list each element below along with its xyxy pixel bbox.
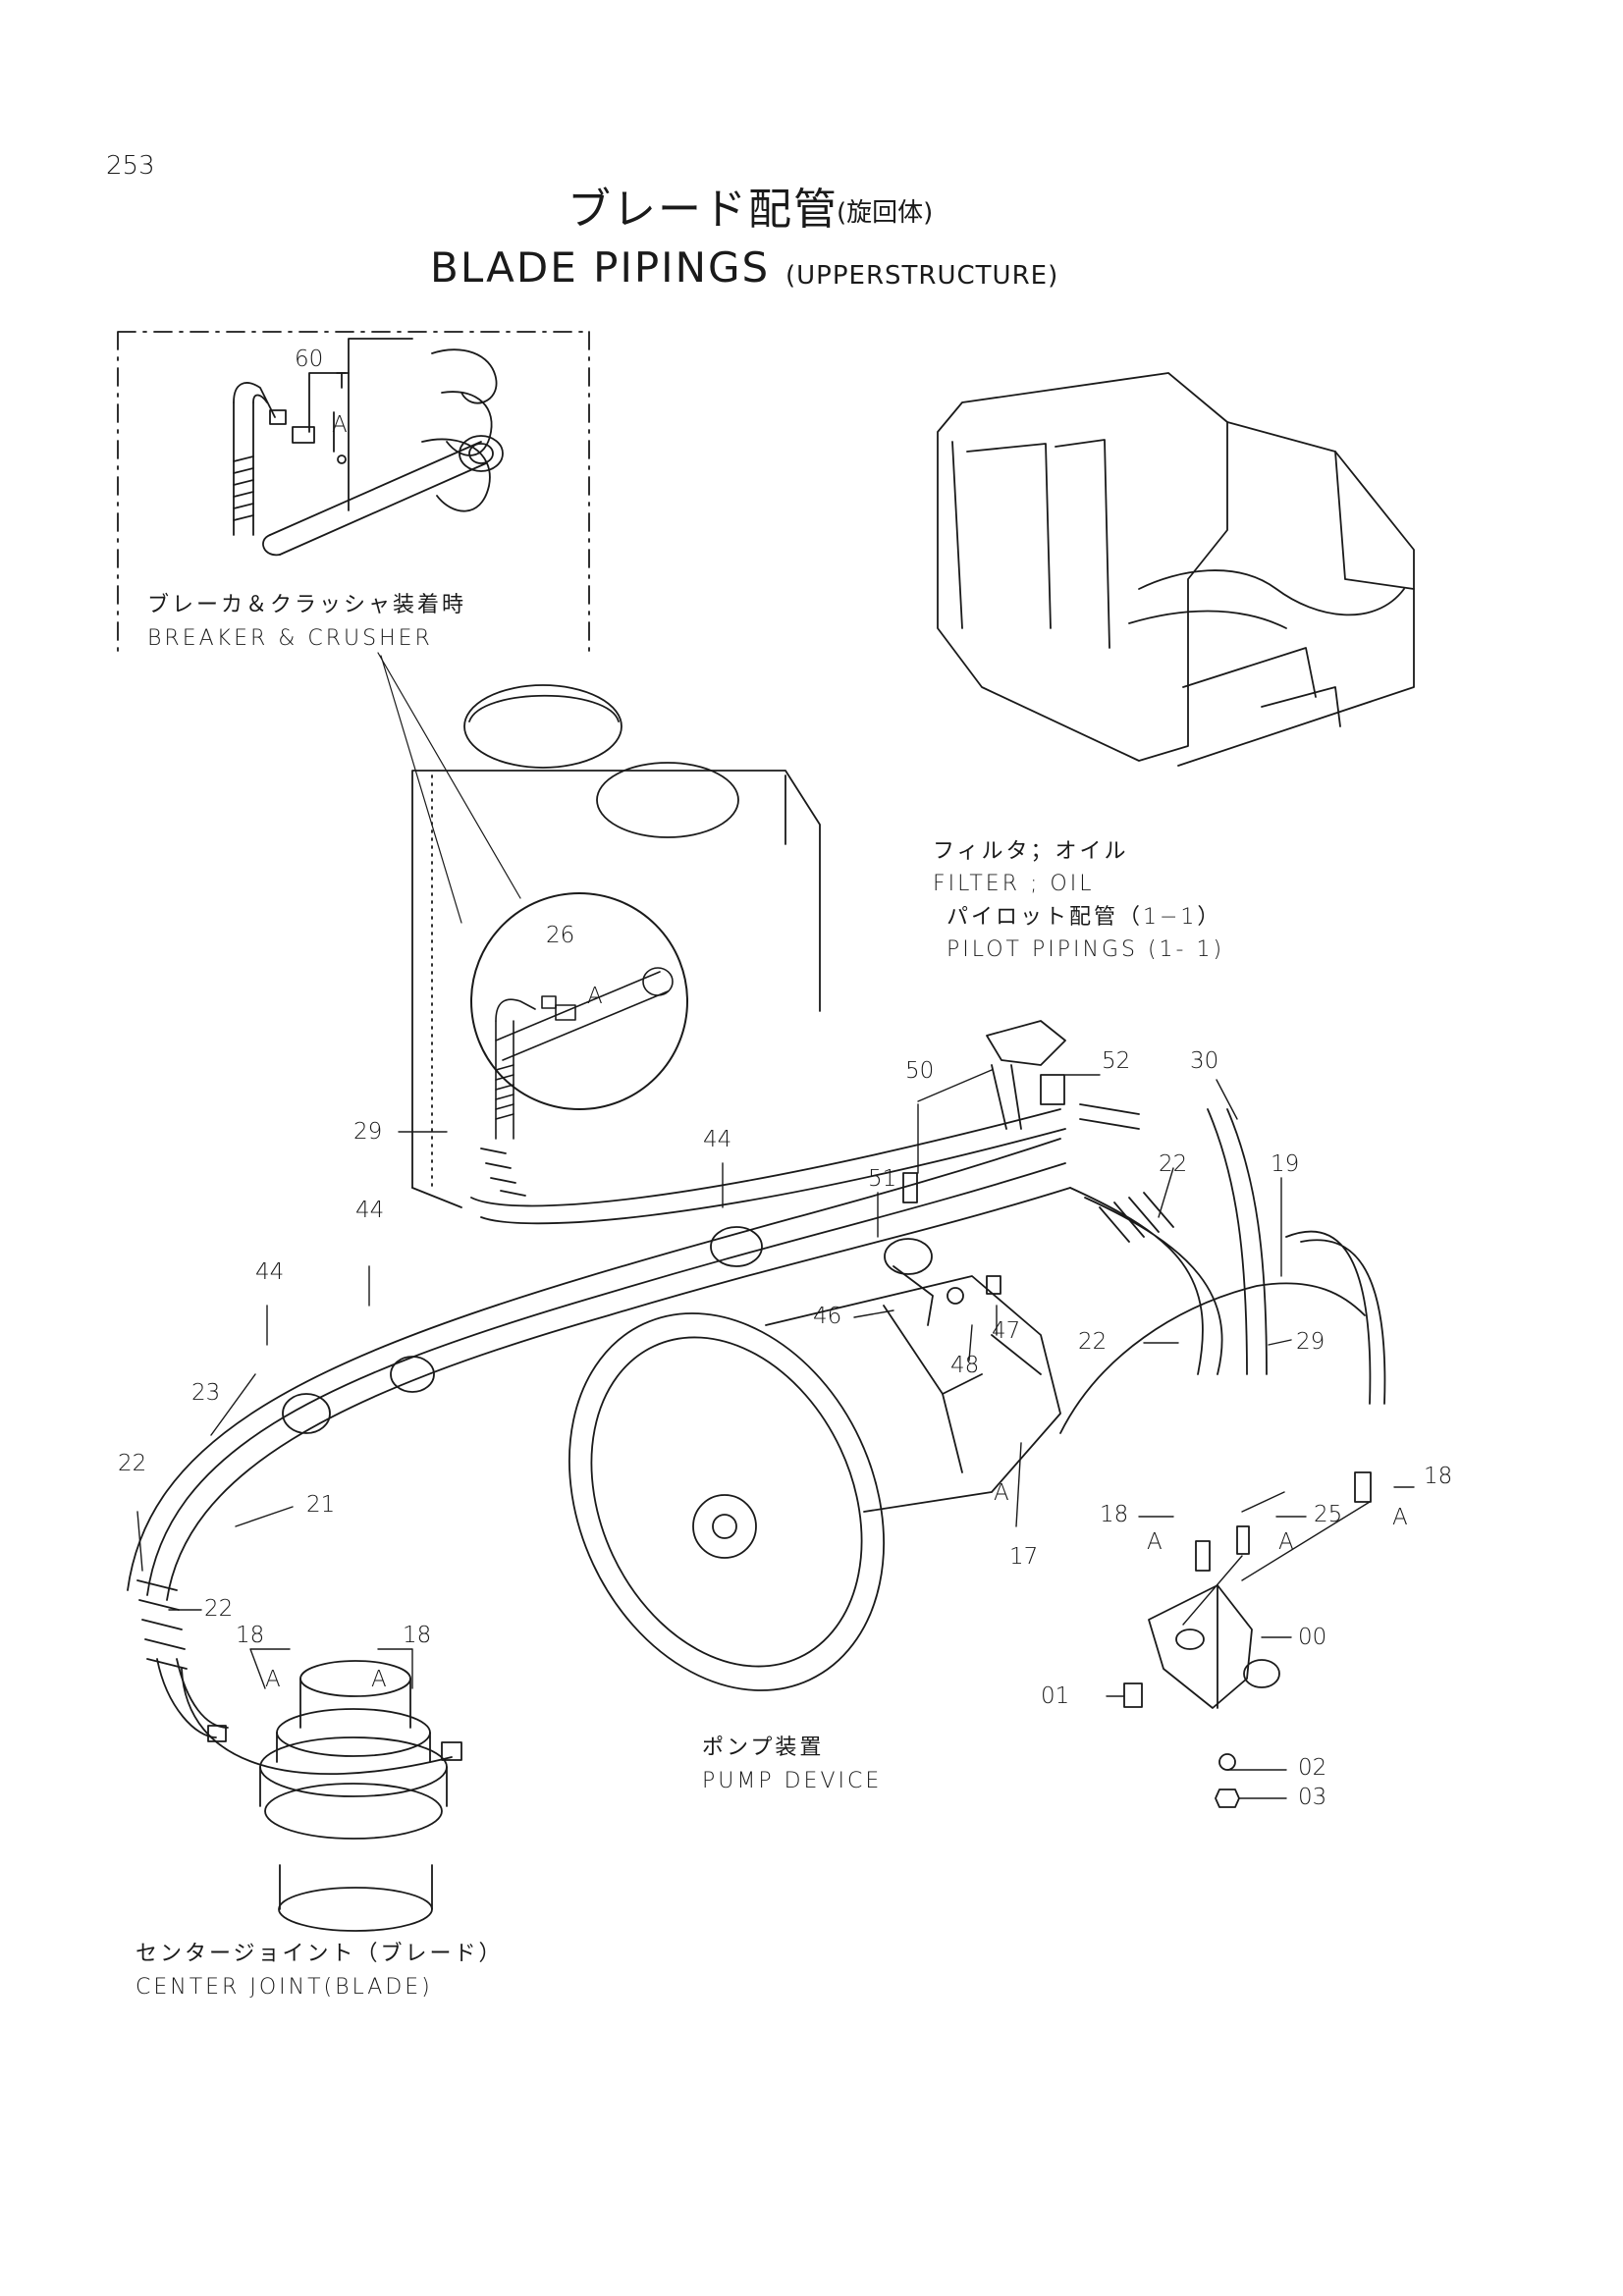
callout-46: 46 — [813, 1304, 842, 1329]
callout-21: 21 — [306, 1492, 336, 1518]
callout-52: 52 — [1102, 1048, 1131, 1074]
callout-22: 22 — [118, 1451, 147, 1476]
callout-44: 44 — [355, 1198, 385, 1223]
caption-breaker-jp: ブレーカ＆クラッシャ装着時 — [147, 593, 467, 617]
center-joint — [260, 1661, 447, 1931]
caption-filter-jp: フィルタ；オイル — [933, 839, 1129, 864]
callout-01: 01 — [1041, 1683, 1070, 1709]
title-japanese: ブレード配管 — [568, 185, 839, 235]
title-english: BLADE PIPINGS — [430, 243, 771, 292]
caption-breaker-en: BREAKER & CRUSHER — [147, 626, 433, 651]
callout-22: 22 — [1159, 1151, 1188, 1177]
callout-29: 29 — [1296, 1329, 1325, 1355]
callout-60: 60 — [295, 347, 324, 372]
callout-26: 26 — [546, 923, 575, 948]
hydraulic-tank — [412, 685, 820, 1207]
title-english-sub: (UPPERSTRUCTURE) — [785, 261, 1059, 291]
callout-a: A — [265, 1667, 281, 1692]
callout-29: 29 — [353, 1119, 383, 1145]
caption-center-joint-en: CENTER JOINT(BLADE) — [135, 1975, 433, 2000]
callout-18: 18 — [1100, 1502, 1129, 1527]
machine-overview — [938, 373, 1414, 766]
callout-48: 48 — [950, 1353, 980, 1378]
pump-device — [511, 1261, 1060, 1741]
callout-a: A — [371, 1667, 387, 1692]
callout-22: 22 — [1078, 1329, 1108, 1355]
callout-18: 18 — [1424, 1464, 1453, 1489]
caption-pilot-jp: パイロット配管（1−1） — [947, 905, 1222, 930]
callout-22: 22 — [204, 1596, 234, 1622]
callout-a: A — [1278, 1529, 1294, 1555]
callout-18: 18 — [403, 1623, 432, 1648]
callout-23: 23 — [191, 1380, 221, 1406]
callout-18: 18 — [236, 1623, 265, 1648]
callout-02: 02 — [1298, 1755, 1327, 1781]
callout-25: 25 — [1314, 1502, 1343, 1527]
callout-19: 19 — [1271, 1151, 1300, 1177]
callout-17: 17 — [1009, 1544, 1039, 1570]
callout-03: 03 — [1298, 1785, 1327, 1810]
callout-a: A — [994, 1480, 1009, 1506]
detail-circle — [471, 893, 687, 1109]
callout-a: A — [1147, 1529, 1163, 1555]
callout-00: 00 — [1298, 1625, 1327, 1650]
caption-pump-en: PUMP DEVICE — [702, 1769, 883, 1793]
callout-47: 47 — [992, 1318, 1021, 1344]
breaker-crusher-inset — [118, 332, 589, 652]
callout-51: 51 — [868, 1166, 897, 1192]
clamps — [283, 1173, 1001, 1433]
callout-a: A — [1392, 1505, 1408, 1530]
caption-pilot-en: PILOT PIPINGS (1- 1) — [947, 937, 1225, 962]
callout-a: A — [332, 412, 348, 438]
caption-pump-jp: ポンプ装置 — [702, 1735, 825, 1760]
callout-50: 50 — [905, 1058, 935, 1084]
page-number: 253 — [106, 151, 155, 181]
title-japanese-sub: (旋回体) — [837, 198, 934, 228]
callout-30: 30 — [1190, 1048, 1219, 1074]
oil-filter — [987, 1021, 1139, 1129]
callout-44: 44 — [703, 1127, 732, 1152]
caption-filter-en: FILTER ; OIL — [933, 872, 1095, 896]
callout-44: 44 — [255, 1259, 285, 1285]
callout-a: A — [587, 984, 603, 1009]
caption-center-joint-jp: センタージョイント（ブレード） — [135, 1942, 504, 1966]
hose-bundle — [128, 1109, 1384, 1774]
callout-leaders — [137, 1070, 1414, 1798]
